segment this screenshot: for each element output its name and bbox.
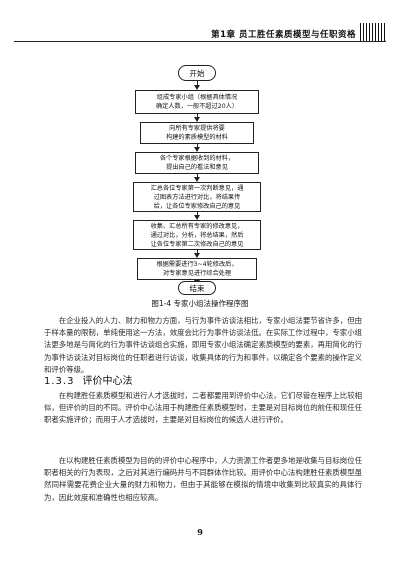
flow-arrow-head [194,117,200,122]
flow-node-start: 开始 [178,65,216,81]
flow-node-end: 结束 [178,281,216,295]
section-title: 评价中心法 [82,376,133,387]
header-rule [14,41,386,42]
section-heading: 1.3.3 评价中心法 [44,372,132,387]
chapter-tab-mark [360,23,386,41]
flowchart: 开始 组成专家小组（根据具体情况 确定人数，一般不超过20人） 向所有专家提供将… [133,65,261,295]
flow-node-second-round: 收集、汇总所有专家的修改意见， 通过对比，分析，将总结果，然后 让各位专家第二次… [133,220,261,250]
flow-arrow-head [194,85,200,90]
running-title: 第1章 员工胜任素质模型与任职资格 [211,30,356,40]
flow-arrow-head [194,147,200,152]
flow-node-expert-opinions: 各个专家根据收到的材料， 提出自己的看法和意见 [135,152,259,174]
flow-node-provide-material: 向所有专家提供将要 构建的素质模型的材料 [140,122,254,144]
flow-arrow [197,250,198,254]
flow-node-first-round: 汇总各位专家第一次判断意见，通 过图表方法进行对比，将结果传 给，让各位专家修改… [133,182,261,212]
flow-arrow [197,81,198,86]
flow-node-form-group: 组成专家小组（根据具体情况 确定人数，一般不超过20人） [135,90,259,114]
flow-arrow [197,144,198,148]
body-paragraph-1: 在企业投入的人力、财力和物力方面，与行为事件访谈法相比，专家小组法要节省许多，但… [44,316,362,374]
figure-caption: 图1-4 专家小组法操作程序图 [151,299,249,308]
body-paragraph-2: 在构建胜任素质模型和进行人才选拔时，二者都要用到评价中心法，它们尽管在程序上比较… [44,391,362,425]
flow-arrow [197,212,198,216]
flow-arrow [197,174,198,178]
section-number: 1.3.3 [44,376,75,387]
flow-arrow-head [194,177,200,182]
flow-arrow-head [194,253,200,258]
flow-node-synthesis: 根据需要进行3~4轮修改后， 对专家意见进行综合处理 [137,258,257,280]
running-header: 第1章 员工胜任素质模型与任职资格 [14,22,386,48]
page-number: 9 [197,527,203,537]
flow-arrow [197,114,198,118]
flow-arrow-head [194,215,200,220]
body-paragraph-3: 在以构建胜任素质模型为目的的评价中心程序中，人力资源工作者更多地是收集与目标岗位… [44,456,362,502]
